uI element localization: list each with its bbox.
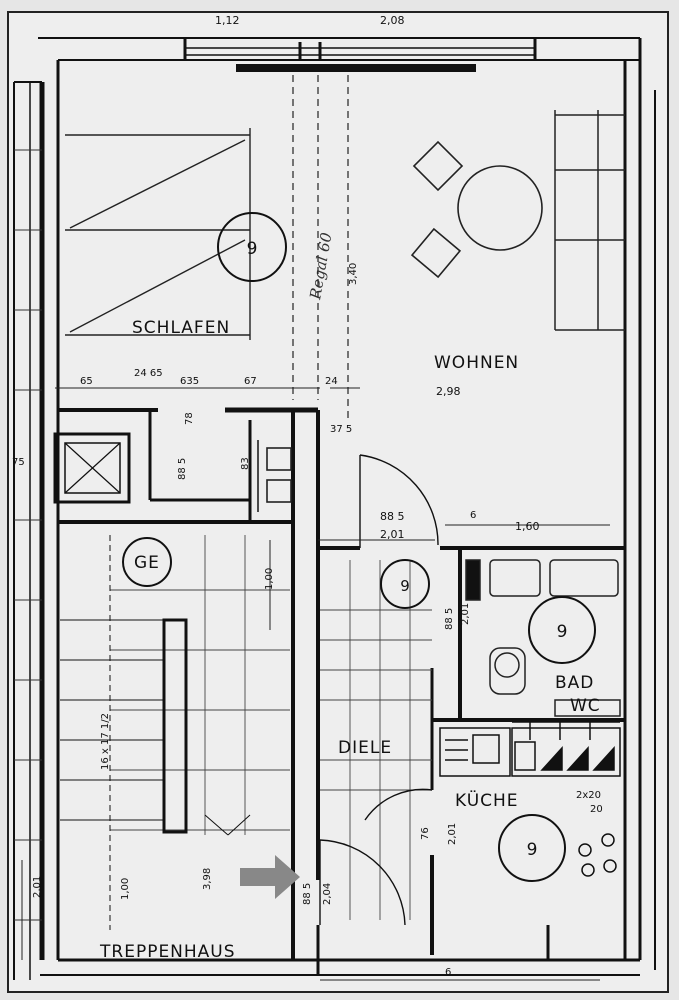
room-label-treppenhaus: TREPPENHAUS (99, 942, 236, 962)
dim-201-b: 2,01 (32, 876, 43, 898)
left-strip-hatch (14, 149, 42, 921)
stair-core (60, 535, 251, 930)
dim-24-65: 24 65 (134, 368, 163, 379)
window-bar (236, 64, 476, 72)
dim-top-right: 2,08 (380, 14, 405, 27)
dim-stair: 16 x 17 1/2 (100, 713, 111, 770)
dim-6-a: 6 (470, 510, 476, 521)
bed-outline (65, 128, 251, 340)
room-number-diele: 9 (400, 577, 410, 595)
exterior-walls (13, 37, 656, 980)
dim-2x20: 2x20 (576, 790, 601, 801)
dim-83: 83 (240, 457, 251, 470)
entry-arrow-icon (240, 855, 300, 899)
dim-wohnen-width: 2,98 (436, 385, 461, 398)
dim-201-d: 2,01 (460, 603, 471, 625)
dim-201-c: 2,01 (447, 823, 458, 845)
interior-walls (58, 407, 625, 975)
room-label-diele: DIELE (338, 738, 392, 758)
ge-grid (110, 535, 290, 835)
dim-160: 1,60 (515, 520, 540, 533)
dim-398: 3,98 (202, 868, 213, 890)
room-label-ge: GE (134, 553, 160, 573)
kitchen-fixtures (439, 721, 621, 877)
room-number-schlafen: 9 (247, 239, 258, 259)
room-label-wohnen: WOHNEN (434, 353, 519, 373)
dim-635: 635 (180, 376, 199, 387)
dim-885: 88 5 (380, 510, 405, 523)
room-number-kueche: 9 (527, 840, 538, 860)
room-label-kueche: KÜCHE (455, 789, 519, 811)
shaft (53, 432, 131, 504)
diele-grid (320, 560, 432, 920)
dim-75: 75 (12, 457, 25, 468)
door-swings (319, 454, 439, 926)
dim-204: 2,04 (322, 883, 333, 905)
dim-885-c: 88 5 (302, 883, 313, 905)
dim-375: 37 5 (330, 424, 352, 435)
axis-lines (292, 75, 349, 420)
dim-top-left: 1,12 (215, 14, 240, 27)
dim-65: 65 (80, 376, 93, 387)
room-number-bad: 9 (557, 622, 568, 642)
room-label-schlafen: SCHLAFEN (132, 318, 230, 338)
room-label-bad: BAD (555, 673, 594, 693)
dim-67: 67 (244, 376, 257, 387)
storage-fittings (257, 440, 292, 512)
dim-76: 76 (420, 827, 431, 840)
dim-201-a: 2,01 (380, 528, 405, 541)
dim-885-d: 88 5 (444, 608, 455, 630)
shelf-unit (554, 110, 625, 331)
living-furniture (410, 140, 543, 279)
room-number-markers (122, 212, 596, 882)
dim-wohnen-height: 3,40 (348, 263, 359, 285)
dim-24: 24 (325, 376, 338, 387)
dimension-lines (21, 387, 610, 981)
bathroom-fixtures (465, 559, 621, 717)
dim-100-a: 1,00 (264, 568, 275, 590)
dim-78: 78 (184, 412, 195, 425)
dim-6-b: 6 (445, 967, 451, 978)
dim-885-b: 88 5 (177, 458, 188, 480)
room-label-wc: WC (570, 696, 601, 716)
dim-20: 20 (590, 804, 603, 815)
dim-100-b: 1,00 (120, 878, 131, 900)
